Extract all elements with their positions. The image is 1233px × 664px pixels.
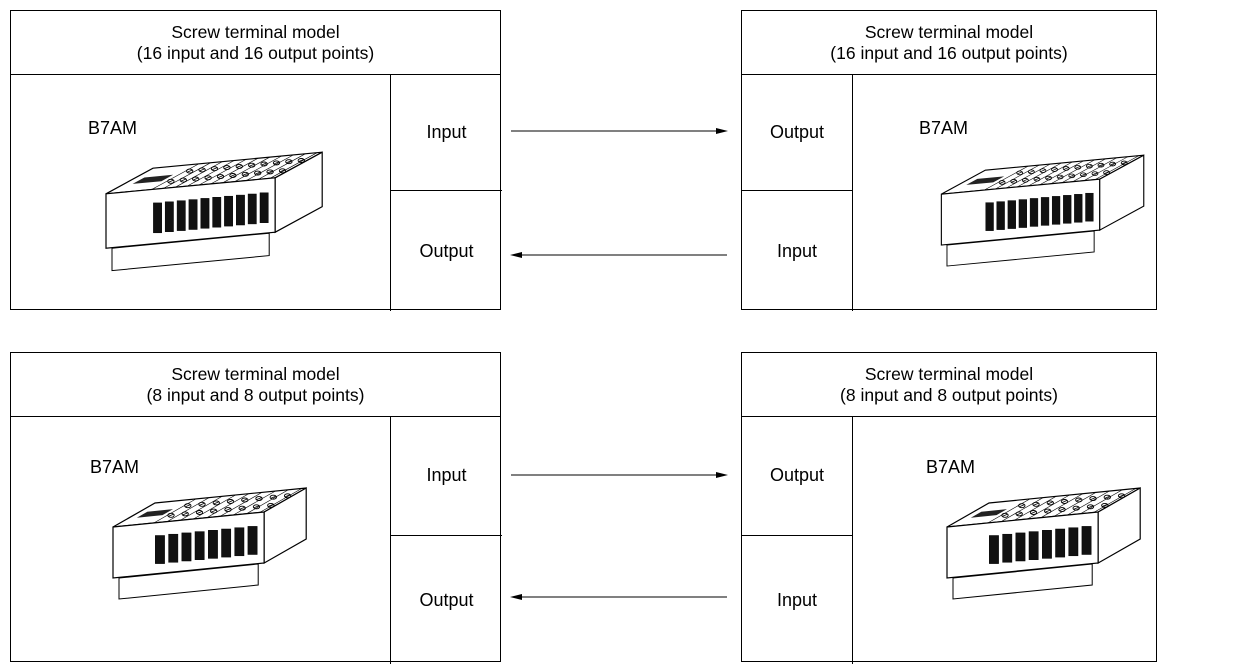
model-name: B7AM (90, 457, 140, 477)
signal-arrow-left (510, 252, 727, 258)
output-label: Output (419, 240, 474, 261)
output-label: Output (769, 121, 825, 142)
input-label: Input (426, 465, 467, 485)
panel-8pt-left: Screw terminal model (8 input and 8 outp… (10, 352, 502, 664)
panel-16pt-left: Screw terminal model (16 input and 16 ou… (10, 10, 502, 311)
output-port-cell: Output (390, 535, 502, 664)
panel-title: Screw terminal model (864, 21, 1034, 42)
model-name: B7AM (919, 118, 969, 138)
terminal-block-16pt-icon (96, 119, 331, 279)
panel-subtitle: (8 input and 8 output points) (146, 384, 365, 405)
model-name: B7AM (926, 457, 976, 477)
terminal-block-16pt-icon (932, 119, 1152, 279)
output-port-cell: Output (742, 416, 853, 535)
output-label: Output (769, 465, 825, 485)
panel-title: Screw terminal model (171, 21, 340, 42)
panel-header: Screw terminal model (16 input and 16 ou… (11, 11, 500, 75)
panel-subtitle: (16 input and 16 output points) (830, 42, 1068, 63)
panel-title: Screw terminal model (171, 363, 340, 384)
input-label: Input (776, 589, 818, 610)
terminal-block-8pt-icon (103, 455, 313, 605)
signal-arrow-right (511, 472, 728, 478)
panel-8pt-right: Screw terminal model (8 input and 8 outp… (741, 352, 1157, 664)
output-label: Output (419, 589, 474, 610)
signal-arrow-left (510, 594, 727, 600)
input-port-cell: Input (742, 535, 853, 664)
panel-title: Screw terminal model (864, 363, 1034, 384)
terminal-block-8pt-icon (937, 455, 1147, 605)
panel-header: Screw terminal model (8 input and 8 outp… (11, 353, 500, 417)
input-label: Input (426, 121, 467, 142)
panel-16pt-right: Screw terminal model (16 input and 16 ou… (741, 10, 1157, 311)
input-label: Input (776, 240, 818, 261)
panel-subtitle: (16 input and 16 output points) (136, 42, 375, 63)
panel-subtitle: (8 input and 8 output points) (840, 384, 1058, 405)
output-port-cell: Output (742, 74, 853, 190)
input-port-cell: Input (390, 416, 502, 535)
signal-arrow-right (511, 128, 728, 134)
input-port-cell: Input (742, 190, 853, 311)
model-name: B7AM (88, 118, 138, 138)
input-port-cell: Input (390, 74, 502, 190)
output-port-cell: Output (390, 190, 502, 311)
panel-header: Screw terminal model (8 input and 8 outp… (742, 353, 1156, 417)
panel-header: Screw terminal model (16 input and 16 ou… (742, 11, 1156, 75)
